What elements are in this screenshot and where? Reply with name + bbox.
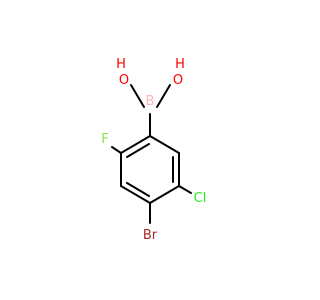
o2-label: O — [173, 73, 183, 88]
bond-c3-c4 — [149, 185, 180, 204]
bond-b-o2 — [156, 84, 171, 108]
o1-label: O — [119, 73, 129, 88]
chlorine-label: Cl — [194, 191, 207, 206]
atom-labels: H O H O B F Cl Br — [101, 57, 206, 243]
bond-c6-f — [111, 146, 122, 154]
bromine-label: Br — [143, 228, 158, 243]
o1-h-label: H — [116, 57, 126, 72]
o2-h-label: H — [175, 57, 185, 72]
fluorine-label: F — [101, 132, 108, 147]
bonds — [111, 84, 192, 224]
bond-c6-c1-inner — [126, 143, 150, 158]
bond-c4-c5-inner — [126, 182, 150, 197]
bond-c1-c2 — [149, 135, 180, 154]
bond-c3-cl — [178, 185, 192, 194]
bond-b-o1 — [130, 84, 145, 108]
boron-label: B — [146, 94, 155, 109]
bond-c6-c1 — [120, 135, 151, 154]
bond-c4-c5 — [120, 185, 151, 204]
boronic-acid-structure: H O H O B F Cl Br — [101, 57, 206, 243]
